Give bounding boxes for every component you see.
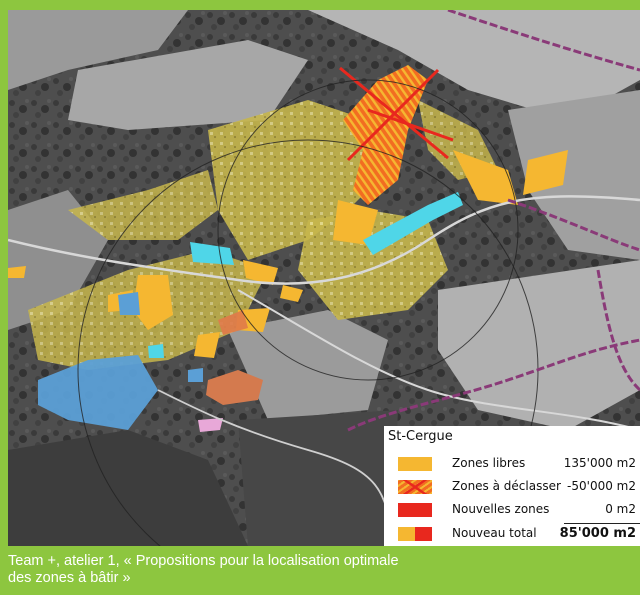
meadow bbox=[508, 90, 640, 260]
map-svg bbox=[8, 10, 640, 546]
boundary bbox=[347, 338, 640, 432]
declassify-zone bbox=[206, 370, 263, 405]
caption-line-1: Team +, atelier 1, « Propositions pour l… bbox=[8, 553, 399, 569]
legend-value: -50'000 m2 bbox=[567, 479, 636, 493]
legend-value: 85'000 m2 bbox=[559, 526, 636, 541]
road bbox=[8, 195, 640, 285]
declassify-zone bbox=[218, 310, 248, 335]
orange-red-split-swatch-icon bbox=[398, 527, 432, 541]
boundary bbox=[507, 198, 640, 252]
forest bbox=[238, 410, 398, 546]
aerial-map[interactable] bbox=[8, 10, 640, 546]
free-zone bbox=[523, 150, 568, 195]
legend-value: 0 m2 bbox=[605, 502, 636, 516]
meadow bbox=[68, 40, 308, 130]
cyan-zone bbox=[363, 192, 463, 255]
legend-row-zones-libres: Zones libres 135'000 m2 bbox=[384, 454, 640, 474]
road bbox=[237, 289, 640, 431]
blue-zone bbox=[38, 355, 158, 430]
legend-row-zones-a-declasser: Zones à déclasser -50'000 m2 bbox=[384, 477, 640, 497]
free-zone bbox=[133, 275, 173, 330]
orange-swatch-icon bbox=[398, 457, 432, 471]
free-zone bbox=[453, 150, 518, 205]
forest bbox=[8, 430, 248, 546]
legend-title: St-Cergue bbox=[388, 429, 453, 444]
cyan-zone bbox=[190, 242, 234, 265]
caption-line-2: des zones à bâtir » bbox=[8, 570, 131, 586]
radius-circle bbox=[217, 79, 519, 381]
crossed-orange-swatch-icon bbox=[398, 480, 432, 494]
meadow bbox=[308, 10, 640, 120]
legend-row-nouveau-total: Nouveau total 85'000 m2 bbox=[384, 524, 640, 544]
declassify-cross bbox=[367, 108, 454, 142]
legend-label: Nouvelles zones bbox=[452, 502, 550, 516]
meadow bbox=[228, 310, 388, 420]
legend-label: Zones libres bbox=[452, 456, 526, 470]
total-separator bbox=[564, 523, 640, 524]
free-zone bbox=[243, 260, 278, 285]
map-legend: St-Cergue Zones libres 135'000 m2 Zones … bbox=[384, 426, 640, 546]
legend-label: Zones à déclasser bbox=[452, 479, 561, 493]
free-zone bbox=[280, 285, 303, 302]
declassify-cross bbox=[346, 68, 440, 162]
image-caption: Team +, atelier 1, « Propositions pour l… bbox=[8, 553, 568, 587]
legend-row-nouvelles-zones: Nouvelles zones 0 m2 bbox=[384, 500, 640, 520]
built-zone bbox=[208, 100, 388, 260]
meadow bbox=[8, 190, 108, 330]
red-swatch-icon bbox=[398, 503, 432, 517]
free-zone bbox=[194, 332, 220, 358]
meadow bbox=[8, 10, 188, 90]
free-zone bbox=[8, 266, 26, 278]
blue-zone bbox=[188, 368, 203, 382]
pink-zone bbox=[198, 418, 223, 432]
cyan-zone bbox=[148, 344, 164, 358]
built-zone bbox=[68, 170, 218, 240]
blue-zone bbox=[118, 292, 140, 315]
free-zone bbox=[333, 200, 378, 245]
legend-label: Nouveau total bbox=[452, 526, 537, 540]
legend-value: 135'000 m2 bbox=[563, 456, 636, 470]
boundary bbox=[447, 10, 640, 72]
